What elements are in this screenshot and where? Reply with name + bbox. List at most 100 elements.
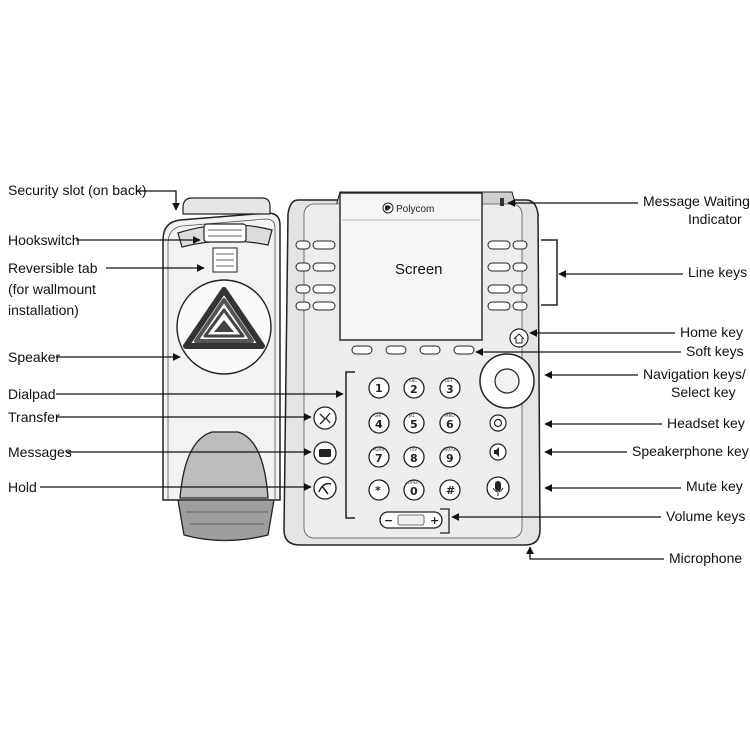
microphone-icon bbox=[495, 481, 501, 491]
headset-key[interactable] bbox=[489, 414, 507, 432]
hold-key[interactable] bbox=[313, 476, 337, 500]
volume-down-icon[interactable]: − bbox=[384, 514, 393, 527]
dialpad-letters: JKL bbox=[408, 413, 416, 418]
line-key[interactable] bbox=[295, 284, 311, 294]
dialpad-letters: PQRS bbox=[373, 447, 384, 452]
line-key[interactable] bbox=[295, 301, 311, 311]
headset-icon bbox=[493, 418, 503, 428]
label-microphone: Microphone bbox=[669, 550, 742, 566]
line-key[interactable] bbox=[512, 301, 528, 311]
label-reversible-tab-line1: Reversible tab bbox=[8, 260, 98, 276]
dialpad-letters: MNO bbox=[445, 413, 455, 418]
dialpad-digit: 8 bbox=[410, 452, 418, 465]
label-volume-keys: Volume keys bbox=[666, 508, 745, 524]
dialpad-digit: 5 bbox=[410, 418, 418, 431]
label-mute-key: Mute key bbox=[686, 478, 743, 494]
dialpad-letters: OPER bbox=[408, 480, 419, 485]
volume-up-icon[interactable]: + bbox=[430, 514, 439, 527]
label-speakerphone-key: Speakerphone key bbox=[632, 443, 749, 459]
soft-key[interactable] bbox=[385, 345, 407, 355]
line-key[interactable] bbox=[512, 262, 528, 272]
dialpad-digit: 7 bbox=[375, 452, 383, 465]
line-keys-bracket bbox=[541, 239, 558, 306]
home-key[interactable] bbox=[509, 328, 529, 348]
line-key[interactable] bbox=[487, 301, 511, 311]
leader-lines-right bbox=[451, 199, 683, 560]
label-messages: Messages bbox=[8, 444, 72, 460]
message-waiting-indicator bbox=[500, 198, 504, 206]
soft-keys bbox=[351, 345, 475, 355]
dialpad-letters: WXYZ bbox=[444, 447, 456, 452]
line-key[interactable] bbox=[312, 301, 336, 311]
select-key[interactable] bbox=[494, 368, 520, 394]
dialpad-key-hash[interactable]: # bbox=[439, 479, 461, 501]
transfer-key[interactable] bbox=[313, 406, 337, 430]
speaker-grille bbox=[176, 279, 272, 375]
line-key[interactable] bbox=[312, 284, 336, 294]
line-key[interactable] bbox=[487, 262, 511, 272]
security-slot bbox=[182, 197, 271, 215]
volume-keys[interactable]: − + bbox=[379, 511, 443, 529]
label-home-key: Home key bbox=[680, 324, 743, 340]
dialpad-letters: ABC bbox=[409, 378, 417, 383]
right-line-keys bbox=[487, 240, 528, 311]
label-mwi-line1: Message Waiting bbox=[643, 193, 750, 209]
line-key[interactable] bbox=[487, 284, 511, 294]
hold-icon bbox=[318, 482, 332, 495]
label-hold: Hold bbox=[8, 479, 37, 495]
home-icon bbox=[513, 333, 525, 344]
label-reversible-tab-line2: (for wallmount bbox=[8, 281, 96, 297]
label-line-keys: Line keys bbox=[688, 264, 747, 280]
messages-icon bbox=[319, 449, 331, 457]
line-key[interactable] bbox=[512, 240, 528, 250]
screen-label: Screen bbox=[395, 261, 443, 278]
reversible-tab bbox=[212, 247, 238, 273]
hookswitch[interactable] bbox=[177, 223, 273, 248]
polycom-logo bbox=[382, 202, 394, 214]
dialpad-digit: 0 bbox=[410, 485, 418, 498]
label-hookswitch: Hookswitch bbox=[8, 232, 80, 248]
line-key[interactable] bbox=[295, 240, 311, 250]
messages-key[interactable] bbox=[313, 441, 337, 465]
dialpad-key-1[interactable]: 1 bbox=[368, 377, 390, 399]
brand-name: Polycom bbox=[396, 204, 434, 215]
left-line-keys bbox=[295, 240, 336, 311]
dialpad-key-star[interactable]: * bbox=[368, 479, 390, 501]
soft-key[interactable] bbox=[419, 345, 441, 355]
label-security-slot: Security slot (on back) bbox=[8, 182, 147, 198]
soft-key[interactable] bbox=[351, 345, 373, 355]
leader-lines-left bbox=[40, 190, 344, 491]
label-headset-key: Headset key bbox=[667, 415, 745, 431]
label-nav-line2: Select key bbox=[671, 384, 736, 400]
volume-bracket bbox=[440, 508, 450, 534]
line-key[interactable] bbox=[512, 284, 528, 294]
label-soft-keys: Soft keys bbox=[686, 343, 744, 359]
line-key[interactable] bbox=[312, 262, 336, 272]
line-key[interactable] bbox=[312, 240, 336, 250]
mute-key[interactable] bbox=[486, 476, 510, 500]
dialpad-digit: 9 bbox=[446, 452, 454, 465]
dialpad-letters: DEF bbox=[445, 378, 454, 383]
navigation-keys[interactable] bbox=[479, 353, 535, 409]
line-key[interactable] bbox=[487, 240, 511, 250]
soft-key[interactable] bbox=[453, 345, 475, 355]
line-key[interactable] bbox=[295, 262, 311, 272]
handset-earpiece bbox=[177, 431, 275, 542]
speakerphone-key[interactable] bbox=[489, 443, 507, 461]
label-reversible-tab-line3: installation) bbox=[8, 302, 79, 318]
dialpad-bracket bbox=[345, 371, 355, 519]
speakerphone-icon bbox=[494, 447, 499, 457]
label-speaker: Speaker bbox=[8, 349, 60, 365]
dialpad-digit: 3 bbox=[446, 383, 454, 396]
